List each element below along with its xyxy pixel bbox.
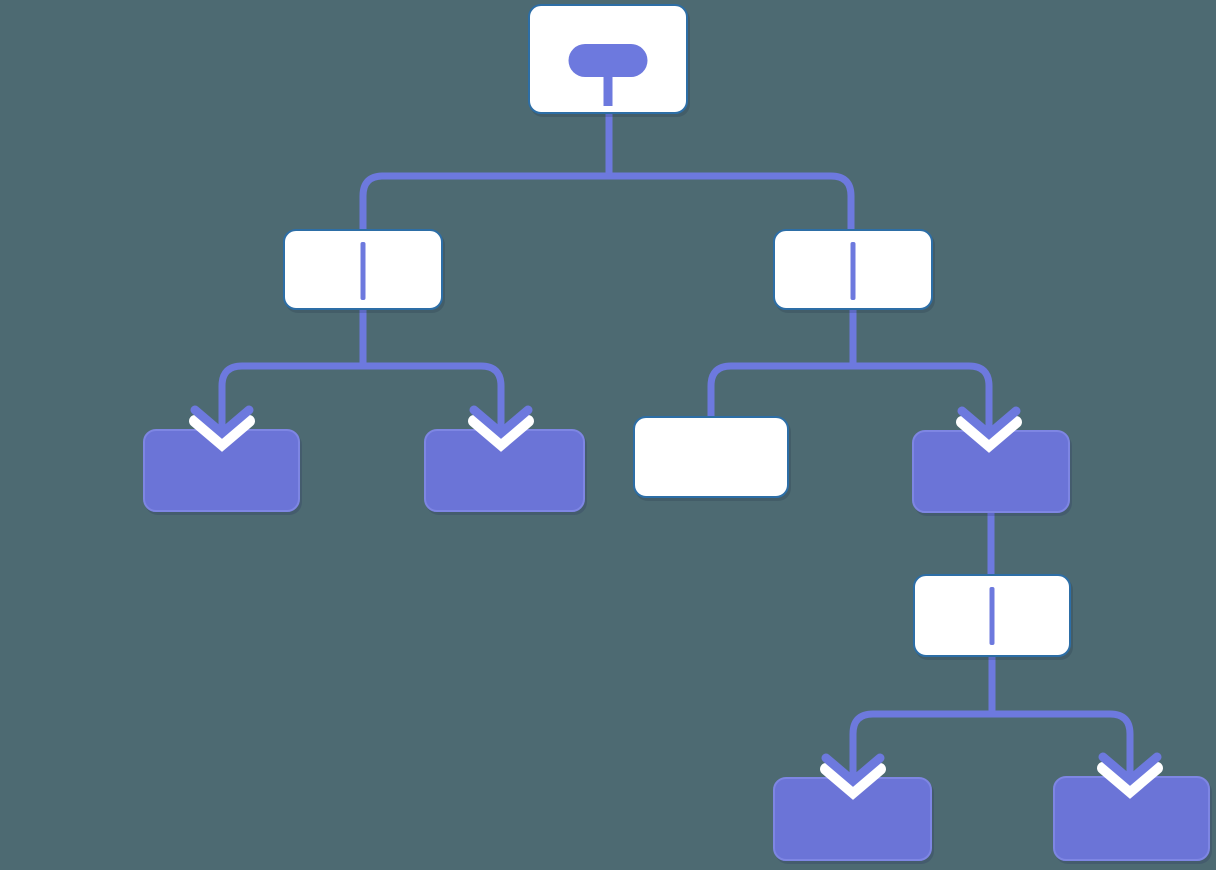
branch-node-left[interactable] bbox=[283, 229, 443, 310]
root-node[interactable] bbox=[528, 4, 688, 114]
leaf-node-1[interactable] bbox=[143, 429, 300, 512]
plain-node[interactable] bbox=[633, 416, 789, 498]
branch-node-bottom[interactable] bbox=[913, 574, 1071, 657]
branch-node-right[interactable] bbox=[773, 229, 933, 310]
leaf-node-2[interactable] bbox=[424, 429, 585, 512]
pill-icon bbox=[568, 44, 648, 77]
leaf-node-3[interactable] bbox=[773, 777, 932, 861]
target-node[interactable] bbox=[912, 430, 1070, 513]
vertical-bar-icon bbox=[360, 242, 366, 300]
pill-stem-icon bbox=[603, 75, 613, 106]
leaf-node-4[interactable] bbox=[1053, 776, 1210, 861]
vertical-bar-icon bbox=[989, 587, 995, 645]
vertical-bar-icon bbox=[850, 242, 856, 300]
